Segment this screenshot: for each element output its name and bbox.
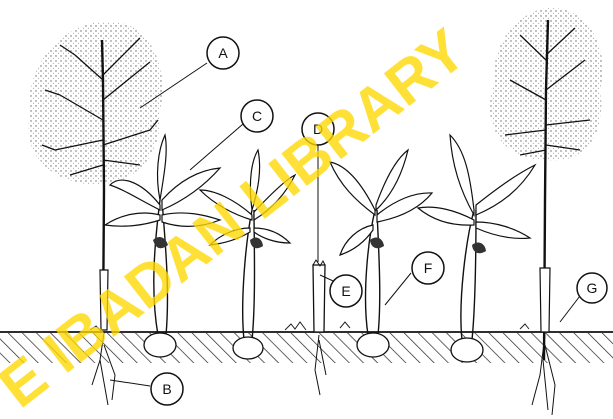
label-f: F bbox=[412, 252, 444, 284]
svg-text:C: C bbox=[252, 108, 262, 124]
label-a: A bbox=[207, 37, 239, 69]
svg-text:G: G bbox=[587, 280, 598, 296]
stump-d bbox=[313, 260, 326, 395]
label-c: C bbox=[241, 100, 273, 132]
banana-plant-3 bbox=[330, 150, 432, 357]
svg-text:B: B bbox=[162, 381, 171, 397]
svg-text:A: A bbox=[218, 45, 228, 61]
svg-text:E: E bbox=[341, 283, 350, 299]
banana-plant-4 bbox=[418, 135, 535, 362]
svg-text:F: F bbox=[424, 260, 433, 276]
label-g: G bbox=[577, 273, 607, 303]
label-b: B bbox=[151, 373, 183, 405]
label-e: E bbox=[330, 275, 362, 307]
